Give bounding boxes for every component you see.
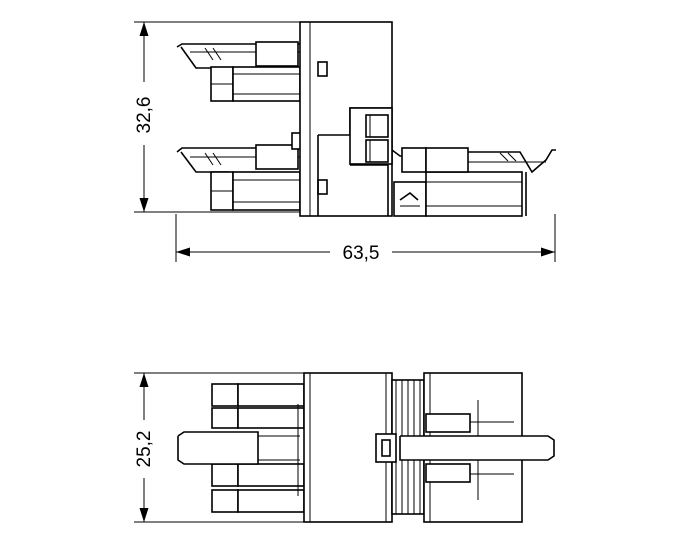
right-plug xyxy=(391,147,556,216)
dimension-top-width: 63,5 xyxy=(175,214,556,264)
latch-block xyxy=(349,107,393,165)
upper-left-plug xyxy=(176,41,301,102)
dimension-label-top-height: 32,6 xyxy=(134,97,155,134)
bottom-view: 25,2 xyxy=(134,372,555,523)
right-socket xyxy=(317,135,523,217)
center-housing xyxy=(303,372,393,523)
lower-left-plug xyxy=(176,132,305,211)
left-plug-pins xyxy=(177,383,305,513)
dimension-label-bottom-height: 25,2 xyxy=(134,431,155,468)
right-plug-pin xyxy=(399,413,555,483)
dimension-label-top-width: 63,5 xyxy=(343,243,380,264)
dimension-top-height: 32,6 xyxy=(134,21,305,213)
dimension-bottom-height: 25,2 xyxy=(134,372,305,523)
top-view: 32,6 63,5 xyxy=(134,21,556,264)
